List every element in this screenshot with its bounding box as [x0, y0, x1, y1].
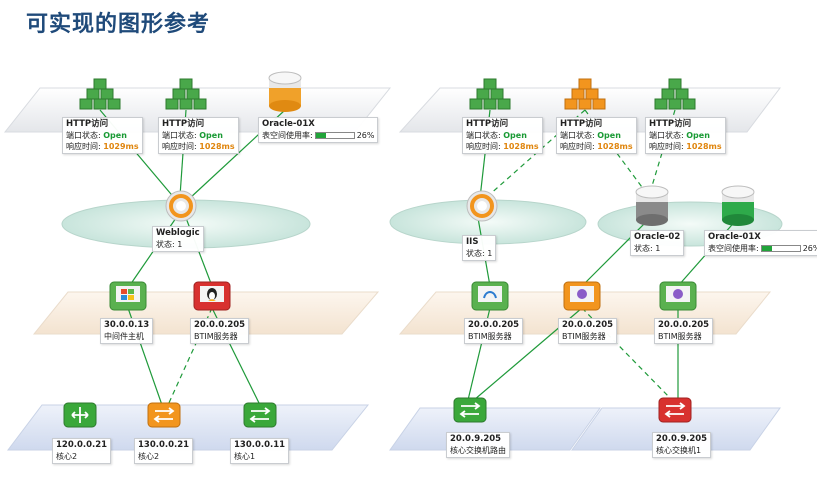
usage-bar — [314, 132, 355, 139]
node-label-oracle: Oracle-02 状态: 1 — [630, 230, 685, 256]
node-label-switch: 120.0.0.21 核心2 — [52, 438, 112, 464]
server-icon[interactable] — [563, 281, 601, 311]
network-plane-right-b — [571, 407, 781, 451]
gear-icon[interactable] — [466, 190, 498, 222]
node-label-http: HTTP访问 端口状态: Open 响应时间: 1028ms — [556, 117, 637, 154]
node-label-switch: 130.0.0.21 核心2 — [134, 438, 194, 464]
node-label-server: 20.0.0.205 BTIM服务器 — [654, 318, 714, 344]
database-icon[interactable] — [721, 185, 755, 226]
database-icon[interactable] — [635, 185, 669, 226]
node-label-server: 20.0.0.205 BTIM服务器 — [558, 318, 618, 344]
linux-server-icon[interactable] — [193, 281, 231, 311]
node-label-weblogic: Weblogic 状态: 1 — [152, 226, 204, 252]
usage-bar — [760, 245, 801, 252]
switch-icon[interactable] — [658, 397, 692, 423]
page-title: 可实现的图形参考 — [26, 12, 211, 37]
switch-icon[interactable] — [453, 397, 487, 423]
switch-icon[interactable] — [147, 402, 181, 428]
server-icon[interactable] — [471, 281, 509, 311]
http-cubes-icon[interactable] — [165, 78, 207, 110]
node-label-oracle: Oracle-01X 表空间使用率:26% — [258, 117, 379, 143]
http-cubes-icon[interactable] — [564, 78, 606, 110]
link — [581, 217, 651, 287]
server-icon[interactable] — [659, 281, 697, 311]
http-cubes-icon[interactable] — [654, 78, 696, 110]
links-left — [99, 109, 286, 406]
router-icon[interactable] — [63, 402, 97, 428]
node-label-host: 20.0.0.205 BTIM服务器 — [190, 318, 250, 344]
windows-server-icon[interactable] — [109, 281, 147, 311]
node-label-http: HTTP访问 端口状态: Open 响应时间: 1028ms — [645, 117, 726, 154]
node-label-http: HTTP访问 端口状态: Open 响应时间: 1028ms — [158, 117, 239, 154]
node-label-iis: IIS 状态: 1 — [462, 235, 497, 261]
http-cubes-icon[interactable] — [469, 78, 511, 110]
node-label-switch: 130.0.0.11 核心1 — [230, 438, 290, 464]
node-label-server: 20.0.0.205 BTIM服务器 — [464, 318, 524, 344]
http-cubes-icon[interactable] — [79, 78, 121, 110]
gear-icon[interactable] — [165, 190, 197, 222]
node-label-http: HTTP访问 端口状态: Open 响应时间: 1029ms — [62, 117, 143, 154]
node-label-host: 30.0.0.13 中间件主机 — [100, 318, 154, 344]
node-label-oracle: Oracle-01X 表空间使用率:26% — [704, 230, 817, 256]
node-label-http: HTTP访问 端口状态: Open 响应时间: 1028ms — [462, 117, 543, 154]
node-label-core-switch: 20.0.9.205 核心交换机1 — [652, 432, 712, 458]
switch-icon[interactable] — [243, 402, 277, 428]
network-plane-right-a — [389, 407, 601, 451]
database-icon[interactable] — [268, 71, 302, 112]
node-label-core-switch: 20.0.9.205 核心交换机路由 — [446, 432, 510, 458]
